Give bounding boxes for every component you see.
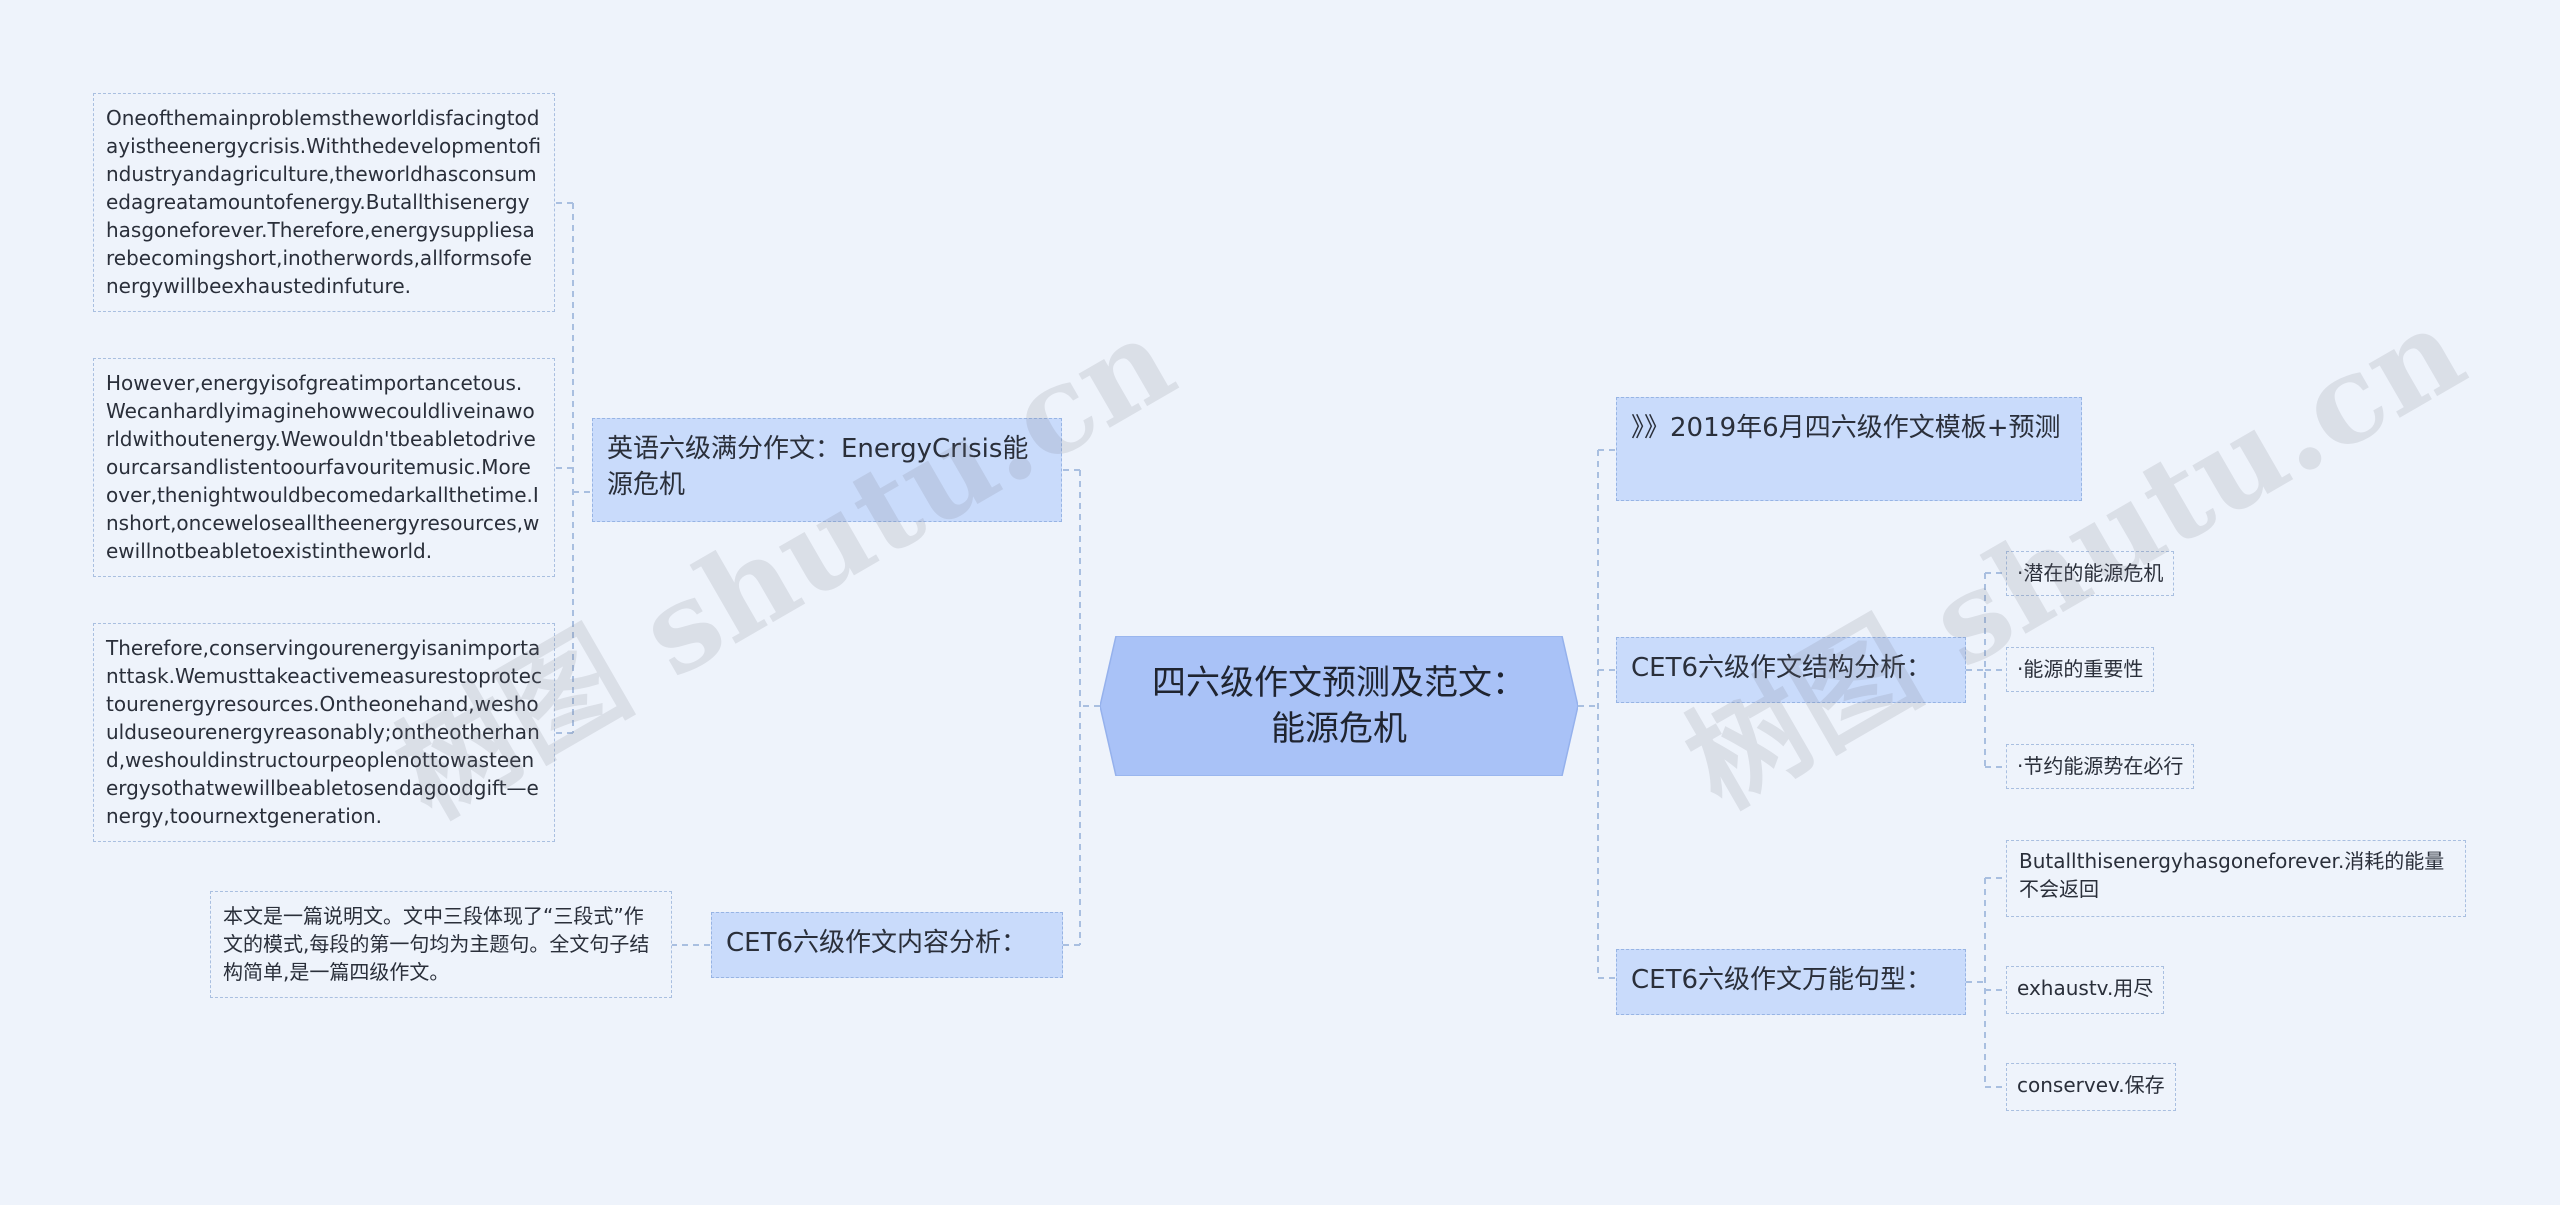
structure-item-1[interactable]: ·潜在的能源危机 xyxy=(2006,551,2175,596)
central-title-line-1: 四六级作文预测及范文： xyxy=(1152,663,1526,703)
structure-item-3[interactable]: ·节约能源势在必行 xyxy=(2006,744,2195,789)
content-analysis-label: CET6六级作文内容分析： xyxy=(726,928,1028,958)
structure-item-1-text: ·潜在的能源危机 xyxy=(2017,561,2164,585)
structure-item-2[interactable]: ·能源的重要性 xyxy=(2006,647,2155,692)
structure-analysis-label: CET6六级作文结构分析： xyxy=(1631,653,1933,683)
essay-paragraph-1-text: Oneofthemainproblemstheworldisfacingtoda… xyxy=(106,106,542,298)
sentence-item-2-text: exhaustv.用尽 xyxy=(2017,976,2154,1000)
essay-paragraph-1[interactable]: Oneofthemainproblemstheworldisfacingtoda… xyxy=(93,93,555,312)
sentence-patterns-topic[interactable]: CET6六级作文万能句型： xyxy=(1616,949,1966,1015)
essay-paragraph-3[interactable]: Therefore,conservingourenergyisanimporta… xyxy=(93,623,555,842)
content-analysis-topic[interactable]: CET6六级作文内容分析： xyxy=(711,912,1063,978)
central-topic-shape xyxy=(1100,636,1578,776)
sentence-item-3[interactable]: conservev.保存 xyxy=(2006,1063,2176,1111)
structure-item-3-text: ·节约能源势在必行 xyxy=(2017,754,2184,778)
essay-branch-label: 英语六级满分作文：EnergyCrisis能源危机 xyxy=(607,434,1029,500)
template-prediction-topic[interactable]: 》》2019年6月四六级作文模板+预测 xyxy=(1616,397,2082,501)
sentence-item-1[interactable]: Butallthisenergyhasgoneforever.消耗的能量不会返回 xyxy=(2006,840,2466,917)
content-analysis-note[interactable]: 本文是一篇说明文。文中三段体现了“三段式”作文的模式,每段的第一句均为主题句。全… xyxy=(210,891,672,998)
template-prediction-label: 》》2019年6月四六级作文模板+预测 xyxy=(1631,413,2061,443)
central-topic[interactable]: 四六级作文预测及范文： 能源危机 xyxy=(1100,636,1578,776)
sentence-item-1-text: Butallthisenergyhasgoneforever.消耗的能量不会返回 xyxy=(2019,849,2445,901)
content-analysis-note-text: 本文是一篇说明文。文中三段体现了“三段式”作文的模式,每段的第一句均为主题句。全… xyxy=(223,904,650,984)
structure-item-2-text: ·能源的重要性 xyxy=(2017,657,2144,681)
central-topic-title: 四六级作文预测及范文： 能源危机 xyxy=(1152,660,1526,752)
sentence-item-3-text: conservev.保存 xyxy=(2017,1073,2165,1097)
sentence-patterns-label: CET6六级作文万能句型： xyxy=(1631,965,1933,995)
structure-analysis-topic[interactable]: CET6六级作文结构分析： xyxy=(1616,637,1966,703)
essay-paragraph-2-text: However,energyisofgreatimportancetous.We… xyxy=(106,371,540,563)
essay-paragraph-3-text: Therefore,conservingourenergyisanimporta… xyxy=(106,636,542,828)
essay-branch-topic[interactable]: 英语六级满分作文：EnergyCrisis能源危机 xyxy=(592,418,1062,522)
central-title-line-2: 能源危机 xyxy=(1271,709,1407,749)
sentence-item-2[interactable]: exhaustv.用尽 xyxy=(2006,966,2165,1014)
essay-paragraph-2[interactable]: However,energyisofgreatimportancetous.We… xyxy=(93,358,555,577)
